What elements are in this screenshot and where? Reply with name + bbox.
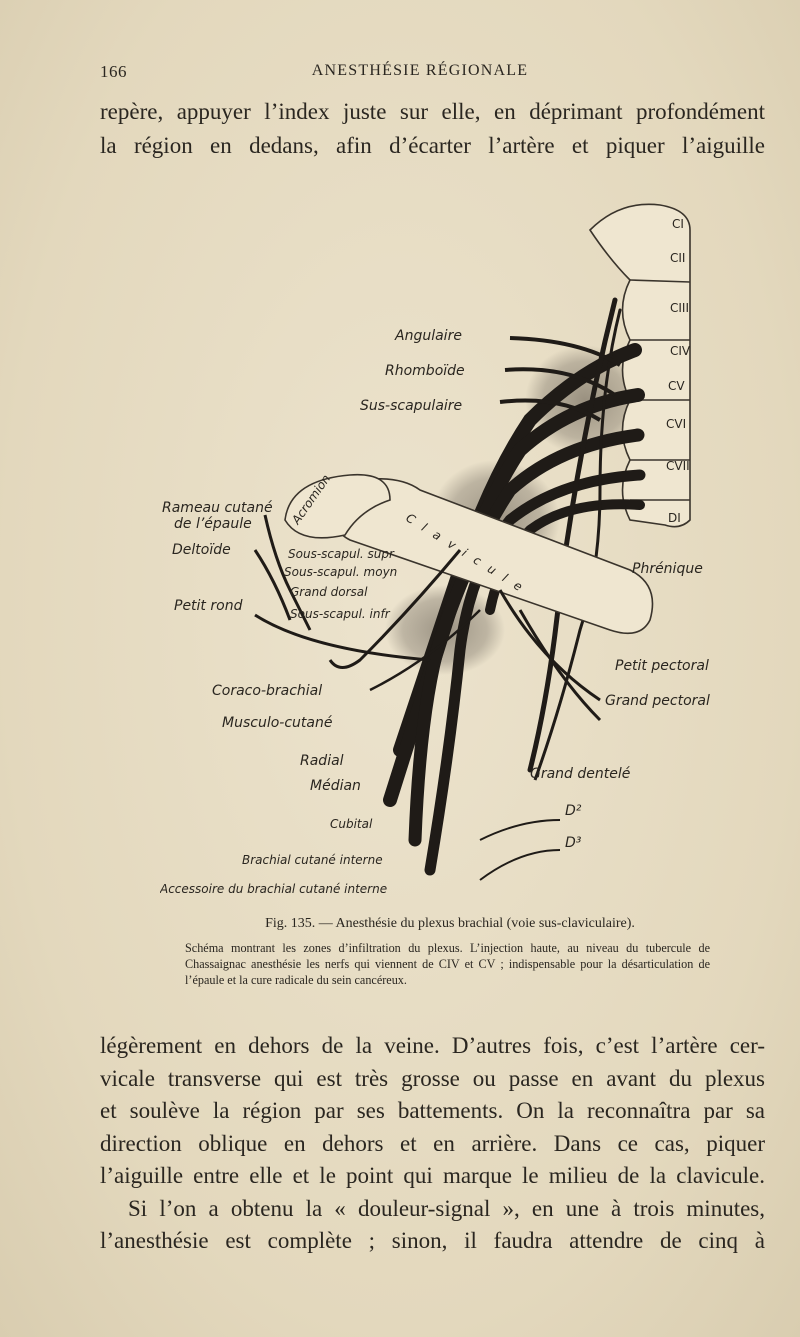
label-rameau-epaule: de l’épaule (174, 516, 252, 532)
text-line: l’aiguille entre elle et le point qui ma… (100, 1163, 765, 1188)
label-radial: Radial (300, 753, 344, 769)
label-petit-rond: Petit rond (174, 598, 243, 614)
svg-text:CVII: CVII (666, 459, 690, 473)
label-sous-scapul-sup: Sous-scapul. supr (288, 547, 395, 561)
label-sous-scapul-inf: Sous-scapul. infr (290, 607, 391, 621)
svg-text:CV: CV (668, 379, 685, 393)
text-line: Si l’on a obtenu la « douleur-signal », … (128, 1195, 765, 1221)
running-title: ANESTHÉSIE RÉGIONALE (311, 62, 529, 79)
brachial-plexus-figure: CI CII CIII CIV CV CVI CVII DI (160, 203, 710, 896)
text-line: direction oblique en dehors et en arrièr… (100, 1130, 765, 1156)
text-line: l’anesthésie est complète ; sinon, il fa… (100, 1228, 765, 1253)
label-deltoide: Deltoïde (172, 542, 231, 558)
svg-text:CIV: CIV (670, 344, 691, 358)
figure-caption-body: Schéma montrant les zones d’infiltration… (185, 941, 710, 987)
body-text-top: repère, appuyer l’index juste sur elle, … (100, 95, 765, 163)
text-line: repère, appuyer l’index juste sur elle, … (100, 99, 765, 124)
label-petit-pectoral: Petit pectoral (615, 658, 709, 674)
label-sus-scapulaire: Sus-scapulaire (360, 398, 462, 414)
label-brachial-cutane: Brachial cutané interne (242, 853, 383, 867)
label-d3: D³ (565, 835, 582, 851)
lower-branches (328, 549, 602, 881)
label-rameau-cutane: Rameau cutané (162, 500, 273, 516)
label-grand-dentele: Grand dentelé (530, 766, 631, 782)
body-text-bottom: légèrement en dehors de la veine. D’autr… (100, 1030, 765, 1258)
label-musculo-cutane: Musculo-cutané (222, 715, 333, 731)
label-cubital: Cubital (330, 817, 373, 831)
figure-caption-title: Fig. 135. — Anesthésie du plexus brachia… (265, 916, 635, 931)
label-coraco-brachial: Coraco-brachial (212, 683, 322, 699)
left-branches (253, 514, 431, 662)
cervical-spine (588, 203, 691, 528)
label-sous-scapul-moy: Sous-scapul. moyn (284, 565, 397, 579)
page-number: 166 (100, 62, 127, 81)
svg-text:CVI: CVI (666, 417, 686, 431)
clavicle (284, 473, 654, 635)
label-d2: D² (565, 803, 582, 819)
vertebra-labels: CI CII CIII CIV CV CVI CVII DI (666, 217, 691, 525)
svg-text:DI: DI (668, 511, 681, 525)
text-line: vicale transverse qui est très grosse ou… (100, 1065, 765, 1091)
label-accessoire: Accessoire du brachial cutané interne (160, 882, 387, 896)
text-line: la région en dedans, afin d’écarter l’ar… (100, 133, 765, 158)
text-line: légèrement en dehors de la veine. D’autr… (100, 1033, 765, 1058)
upper-branches (499, 336, 622, 422)
svg-text:CIII: CIII (670, 301, 689, 315)
label-grand-dorsal: Grand dorsal (290, 585, 368, 599)
svg-text:CI: CI (672, 217, 684, 231)
label-phrenique: Phrénique (632, 561, 703, 577)
label-rhomboide: Rhomboïde (385, 363, 465, 379)
label-median: Médian (310, 778, 361, 794)
label-grand-pectoral: Grand pectoral (605, 693, 710, 709)
label-angulaire: Angulaire (394, 328, 462, 344)
text-line: et soulève la région par ses battements.… (100, 1098, 765, 1123)
svg-text:CII: CII (670, 251, 685, 265)
